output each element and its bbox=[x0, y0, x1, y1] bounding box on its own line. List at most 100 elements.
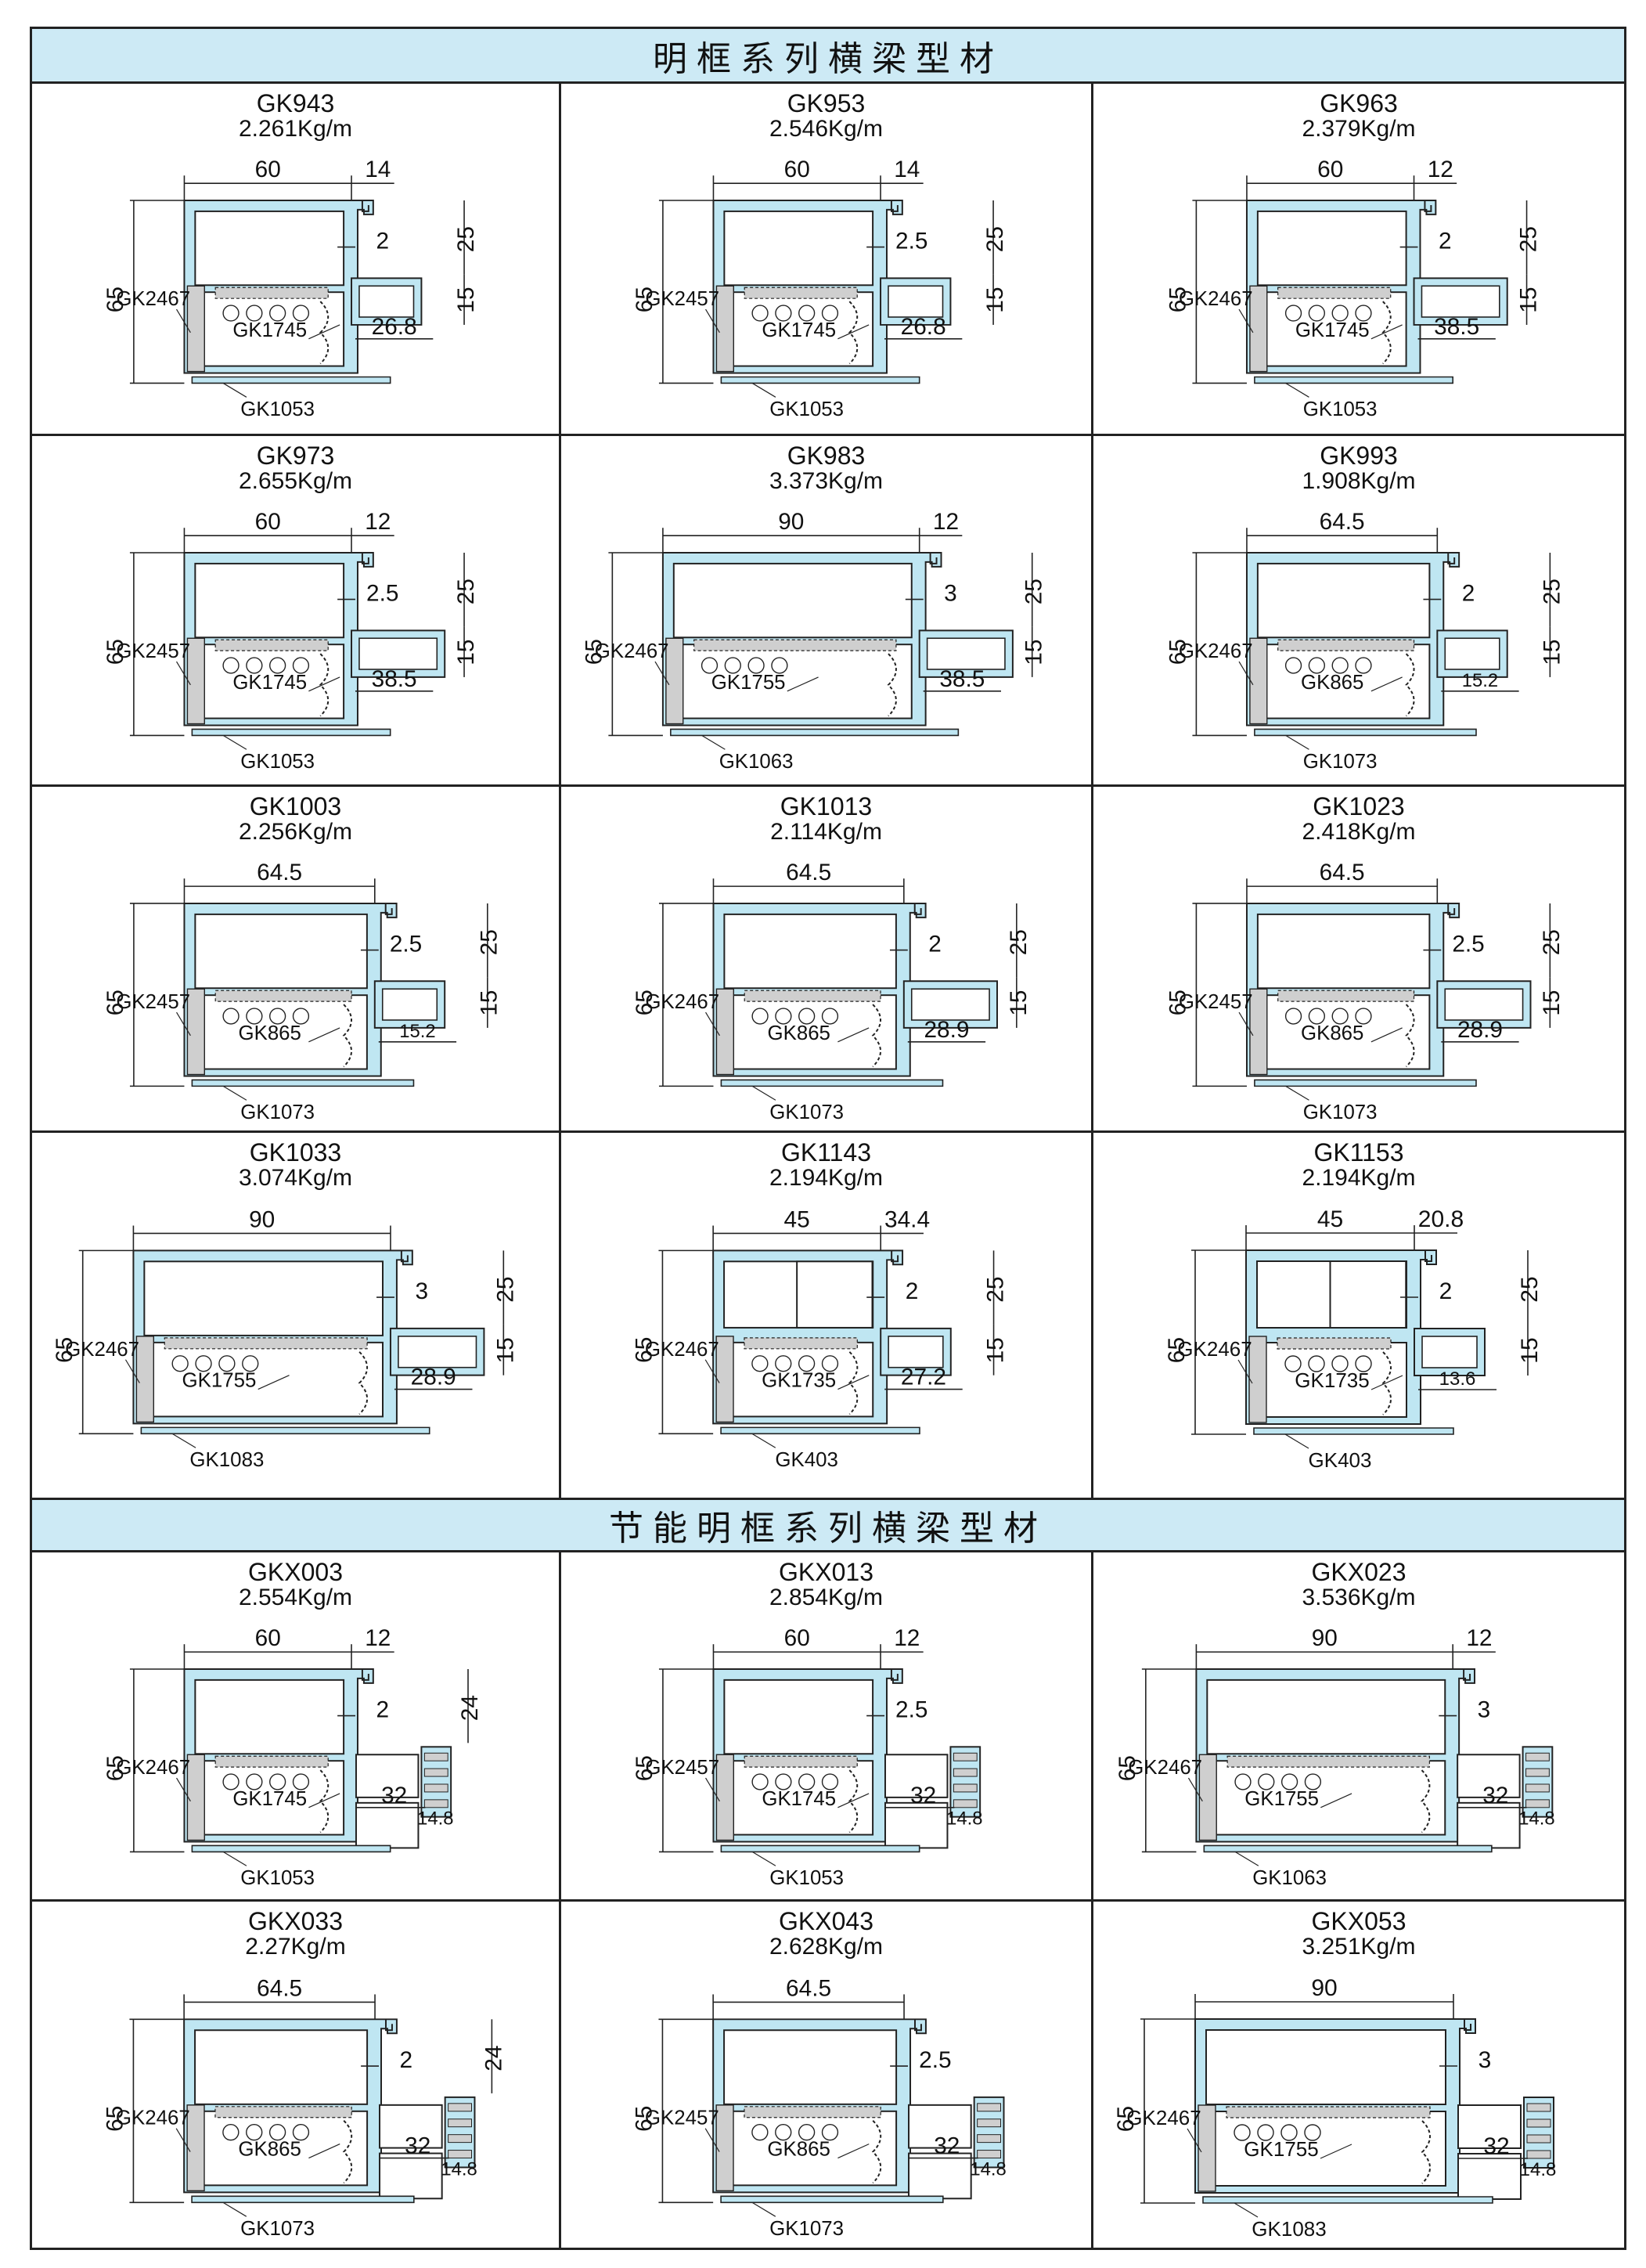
seal-callout-label: GK1735 bbox=[1295, 1368, 1369, 1392]
callout-leader bbox=[837, 2144, 870, 2159]
seal-lobe bbox=[1308, 1355, 1325, 1372]
profile-code: GK1023 bbox=[1313, 792, 1405, 820]
glazing-gasket bbox=[665, 637, 684, 725]
seal-tail bbox=[319, 1769, 330, 1834]
top-dimension: 25 bbox=[453, 579, 479, 604]
callout-leader bbox=[705, 1011, 720, 1037]
extension-arm-lower bbox=[1457, 2153, 1522, 2200]
gap-dimension: 2 bbox=[1462, 581, 1475, 607]
upper-chamber bbox=[194, 210, 345, 287]
seal-lobe bbox=[701, 657, 719, 674]
seal-callout-label: GK1745 bbox=[762, 319, 836, 341]
profile-weight: 2.114Kg/m bbox=[770, 819, 882, 845]
lip-dimension: 12 bbox=[933, 509, 959, 535]
extension-dimension: 28.9 bbox=[411, 1365, 456, 1390]
seal-lobe bbox=[751, 2124, 769, 2141]
thermal-strip bbox=[977, 2150, 1002, 2159]
seal-lobe bbox=[218, 1355, 236, 1372]
top-hook bbox=[1424, 1250, 1432, 1262]
mid-dimension: 15 bbox=[1539, 640, 1565, 665]
bottom-callout-label: GK1083 bbox=[1252, 2217, 1326, 2241]
gasket-callout-label: GK2457 bbox=[1179, 991, 1253, 1013]
seal-lobe bbox=[195, 1355, 212, 1372]
seal-lobe bbox=[1355, 1355, 1372, 1372]
extension-chamber bbox=[358, 285, 415, 318]
seal-tail bbox=[1421, 2120, 1431, 2184]
profile-weight: 2.418Kg/m bbox=[1302, 819, 1416, 845]
thermal-strip bbox=[977, 2118, 1002, 2128]
thermal-strip bbox=[953, 1783, 978, 1793]
seal-callout-label: GK1745 bbox=[232, 319, 307, 341]
seal-strip bbox=[744, 990, 881, 1002]
seal-strip bbox=[1277, 287, 1392, 299]
seal-lobe bbox=[246, 1773, 263, 1790]
top-dimension: 25 bbox=[982, 226, 1008, 252]
height-dimension: 65 bbox=[103, 1755, 128, 1781]
profile-code: GK1003 bbox=[249, 792, 342, 820]
width-dimension: 60 bbox=[784, 1625, 810, 1651]
thermal-strip bbox=[1526, 2150, 1551, 2159]
seal-tail bbox=[1405, 653, 1415, 717]
callout-leader bbox=[176, 1777, 191, 1802]
top-hook bbox=[1447, 903, 1456, 915]
seal-lobe bbox=[1304, 2124, 1321, 2141]
seal-tail bbox=[848, 1351, 859, 1415]
top-hook bbox=[1424, 200, 1432, 212]
profile-weight: 2.256Kg/m bbox=[238, 819, 353, 845]
callout-leader bbox=[222, 734, 247, 750]
thermal-strip bbox=[1525, 1752, 1550, 1761]
mid-dimension: 15 bbox=[492, 1337, 518, 1363]
thermal-dimension: 14.8 bbox=[441, 2158, 477, 2180]
seal-lobe bbox=[269, 305, 286, 322]
seal-strip bbox=[744, 1755, 858, 1768]
bottom-lip bbox=[720, 376, 920, 384]
seal-lobe bbox=[1284, 1355, 1302, 1372]
extension-arm-lower bbox=[379, 2152, 443, 2200]
seal-lobe bbox=[775, 1355, 792, 1372]
thermal-strip bbox=[953, 1752, 978, 1761]
callout-leader bbox=[222, 1851, 247, 1866]
height-dimension: 65 bbox=[103, 990, 128, 1015]
top-dimension: 24 bbox=[457, 1695, 483, 1721]
seal-lobe bbox=[1280, 1773, 1298, 1790]
callout-leader bbox=[171, 1433, 196, 1448]
seal-lobe bbox=[1284, 657, 1302, 674]
upper-chamber bbox=[1205, 2029, 1446, 2105]
profile-weight: 2.628Kg/m bbox=[769, 1934, 884, 1960]
seal-lobe bbox=[292, 1008, 310, 1025]
profile-code: GKX003 bbox=[248, 1558, 343, 1586]
bottom-callout-label: GK1073 bbox=[240, 1102, 315, 1123]
section-header-energy-saving: 节能明框系列横梁型材 bbox=[32, 1498, 1624, 1552]
seal-callout-label: GK865 bbox=[238, 2139, 301, 2161]
seal-tail bbox=[1405, 1004, 1415, 1068]
seal-lobe bbox=[775, 1773, 792, 1790]
extension-arm bbox=[355, 1754, 420, 1798]
seal-lobe bbox=[246, 657, 263, 674]
seal-lobe bbox=[292, 305, 310, 322]
seal-lobe bbox=[821, 1773, 839, 1790]
callout-leader bbox=[751, 2201, 776, 2217]
seal-tail bbox=[1381, 301, 1392, 365]
top-hook bbox=[400, 1250, 409, 1263]
width-dimension: 64.5 bbox=[1320, 860, 1365, 885]
seal-lobe bbox=[222, 305, 240, 322]
profile-code: GK1143 bbox=[780, 1138, 872, 1166]
section-profile bbox=[712, 902, 998, 1087]
bottom-lip bbox=[720, 1426, 920, 1435]
extension-chamber bbox=[888, 285, 944, 318]
callout-leader bbox=[837, 1793, 870, 1808]
profile-code: GK1153 bbox=[1313, 1138, 1404, 1166]
mid-dimension: 15 bbox=[453, 287, 479, 313]
seal-strip bbox=[1277, 639, 1415, 651]
profile-weight: 2.194Kg/m bbox=[769, 1165, 884, 1191]
callout-leader bbox=[1237, 1359, 1253, 1384]
lower-chamber bbox=[723, 291, 874, 367]
height-dimension: 65 bbox=[1165, 639, 1190, 665]
section-profile bbox=[661, 552, 1014, 737]
gap-dimension: 3 bbox=[1479, 2047, 1492, 2073]
